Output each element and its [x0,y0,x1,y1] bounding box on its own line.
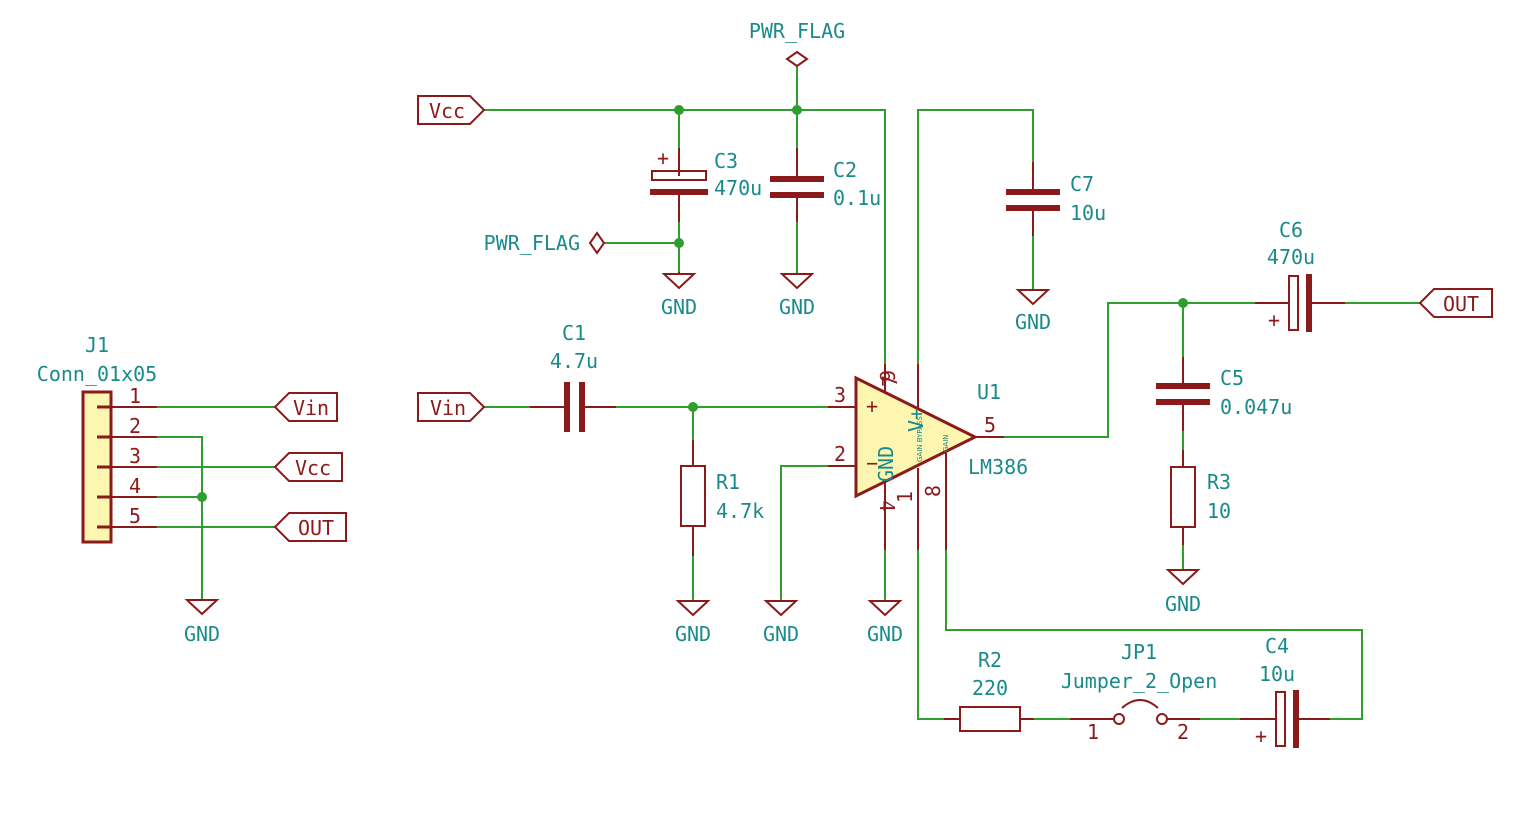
svg-text:+: + [1255,724,1267,748]
c1-value: 4.7u [550,349,598,373]
c3-capacitor: + C3 470u [650,146,762,222]
label-out-c6: OUT [1418,288,1493,318]
svg-text:Vcc: Vcc [295,456,331,480]
gnd-j1: GND [184,599,220,646]
u1-lm386: + − GND V+ GAIN BYPASS GAIN 3 2 6 7 4 1 … [828,364,1028,550]
jp1-jumper: JP1 Jumper_2_Open 1 2 [1061,640,1218,744]
r1-value: 4.7k [716,499,764,523]
r2-ref: R2 [978,648,1002,672]
svg-text:GND: GND [763,622,799,646]
svg-text:4: 4 [129,474,141,498]
svg-text:4: 4 [875,500,899,512]
svg-text:1: 1 [129,384,141,408]
svg-text:7: 7 [878,375,902,387]
c4-ref: C4 [1265,634,1289,658]
svg-text:GND: GND [779,295,815,319]
c2-capacitor: C2 0.1u [770,148,881,222]
r1-resistor: R1 4.7k [680,440,764,556]
gnd-symbols: GND GND GND GND GND GND GND GND [184,272,1201,646]
svg-text:GND: GND [867,622,903,646]
svg-text:Vcc: Vcc [429,99,465,123]
svg-text:Vin: Vin [430,396,466,420]
gnd-c7: GND [1015,289,1051,334]
svg-text:GND: GND [184,622,220,646]
r3-ref: R3 [1207,470,1231,494]
svg-text:5: 5 [129,504,141,528]
c3-ref: C3 [714,149,738,173]
svg-text:GND: GND [874,446,898,482]
jp1-ref: JP1 [1121,640,1157,664]
c3-value: 470u [714,176,762,200]
r2-resistor: R2 220 [944,648,1034,732]
gnd-c3: GND [661,272,697,319]
label-out-j1: OUT [273,512,347,542]
c6-capacitor: + C6 470u [1255,218,1345,332]
c6-ref: C6 [1279,218,1303,242]
c5-capacitor: C5 0.047u [1156,357,1292,431]
c5-value: 0.047u [1220,395,1292,419]
c5-ref: C5 [1220,366,1244,390]
gnd-pin4: GND [867,600,903,646]
c2-ref: C2 [833,158,857,182]
c1-ref: C1 [562,321,586,345]
label-vcc-j1: Vcc [273,452,343,482]
svg-text:Vin: Vin [293,396,329,420]
wires [156,65,1421,720]
svg-text:GND: GND [1015,310,1051,334]
svg-text:GND: GND [661,295,697,319]
label-vin-c1: Vin [417,392,486,422]
svg-text:GND: GND [675,622,711,646]
c6-value: 470u [1267,245,1315,269]
c4-value: 10u [1259,662,1295,686]
svg-text:PWR_FLAG: PWR_FLAG [749,19,845,43]
svg-text:2: 2 [834,442,846,466]
c4-capacitor: + C4 10u [1240,634,1330,748]
r2-value: 220 [972,676,1008,700]
svg-text:5: 5 [984,413,996,437]
gnd-r3: GND [1165,569,1201,616]
r3-value: 10 [1207,499,1231,523]
svg-text:+: + [866,394,878,418]
r3-resistor: R3 10 [1170,450,1231,545]
svg-text:1: 1 [1087,720,1099,744]
junctions [197,105,1188,502]
c1-capacitor: C1 4.7u [530,321,616,432]
pwr-flag-left: PWR_FLAG [484,231,606,255]
svg-text:−: − [866,451,878,475]
svg-text:+: + [657,146,669,170]
svg-text:GAIN: GAIN [942,434,950,452]
svg-text:OUT: OUT [1443,292,1479,316]
svg-text:6: 6 [875,370,899,382]
svg-text:OUT: OUT [298,516,334,540]
svg-text:1: 1 [893,491,917,503]
svg-text:2: 2 [1177,720,1189,744]
svg-text:PWR_FLAG: PWR_FLAG [484,231,580,255]
svg-text:3: 3 [834,383,846,407]
svg-text:8: 8 [921,485,945,497]
svg-text:V+: V+ [904,408,928,432]
svg-text:GND: GND [1165,592,1201,616]
svg-text:+: + [1268,308,1280,332]
c7-capacitor: C7 10u [1006,162,1106,236]
gnd-c2: GND [779,273,815,319]
c2-value: 0.1u [833,186,881,210]
gnd-r1: GND [675,600,711,646]
svg-text:3: 3 [129,444,141,468]
jp1-value: Jumper_2_Open [1061,669,1218,693]
svg-text:2: 2 [129,414,141,438]
j1-ref: J1 [85,333,109,357]
j1-value: Conn_01x05 [37,362,157,386]
label-vcc-top: Vcc [417,95,486,125]
svg-text:GAIN BYPASS: GAIN BYPASS [916,416,924,462]
label-vin-j1: Vin [273,392,338,422]
c7-ref: C7 [1070,172,1094,196]
gnd-pin2: GND [763,600,799,646]
pwr-flag-top: PWR_FLAG [749,19,845,68]
r1-ref: R1 [716,470,740,494]
u1-ref: U1 [977,380,1001,404]
j1-connector: J1 Conn_01x05 1 2 3 4 5 [37,333,157,544]
c7-value: 10u [1070,201,1106,225]
u1-value: LM386 [968,455,1028,479]
